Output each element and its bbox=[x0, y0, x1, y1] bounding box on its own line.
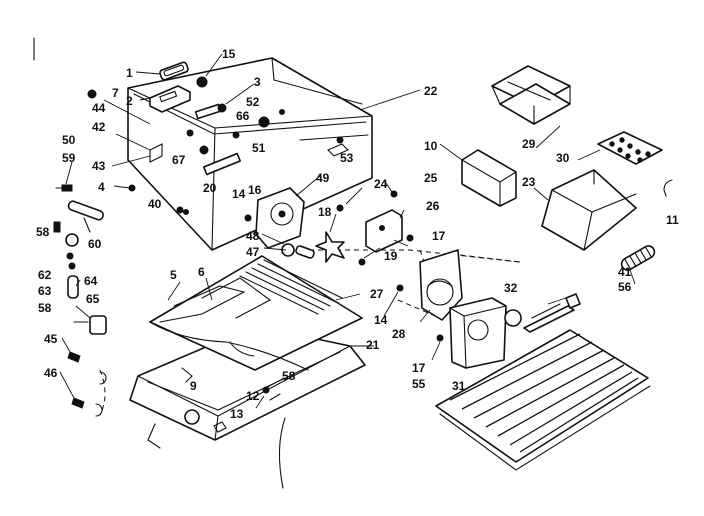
callout-32: 32 bbox=[504, 281, 518, 295]
screw-15 bbox=[196, 76, 208, 88]
callout-18: 18 bbox=[318, 205, 332, 219]
callout-17-lower: 17 bbox=[412, 361, 426, 375]
callout-23: 23 bbox=[522, 175, 536, 189]
callout-58-middle: 58 bbox=[38, 301, 52, 315]
callout-31: 31 bbox=[452, 379, 466, 393]
callout-2: 2 bbox=[126, 94, 133, 108]
callout-48: 48 bbox=[246, 229, 260, 243]
wire-shelf bbox=[435, 329, 651, 471]
callout-labels: 1 2 3 4 5 6 7 9 10 11 12 13 14 14 15 16 … bbox=[36, 47, 679, 421]
callout-59: 59 bbox=[62, 151, 76, 165]
callout-15: 15 bbox=[222, 47, 236, 61]
callout-52: 52 bbox=[246, 95, 260, 109]
callout-50: 50 bbox=[62, 133, 76, 147]
callout-29: 29 bbox=[522, 137, 536, 151]
callout-64: 64 bbox=[84, 274, 98, 288]
callout-40: 40 bbox=[148, 197, 162, 211]
callout-41: 41 bbox=[618, 265, 632, 279]
evaporator-cover bbox=[149, 255, 363, 371]
callout-65: 65 bbox=[86, 292, 100, 306]
auger bbox=[620, 245, 656, 271]
fan-housing bbox=[436, 297, 507, 369]
callout-67: 67 bbox=[172, 153, 186, 167]
left-hardware bbox=[53, 89, 270, 417]
callout-30: 30 bbox=[556, 151, 570, 165]
callout-22: 22 bbox=[424, 84, 438, 98]
callout-27: 27 bbox=[370, 287, 384, 301]
clip-11 bbox=[663, 179, 673, 197]
callout-62: 62 bbox=[38, 268, 52, 282]
callout-1: 1 bbox=[126, 66, 133, 80]
callout-25: 25 bbox=[424, 171, 438, 185]
handle-part-1 bbox=[159, 61, 189, 81]
fan-shroud bbox=[419, 249, 463, 321]
callout-43: 43 bbox=[92, 159, 106, 173]
callout-12: 12 bbox=[246, 389, 260, 403]
callout-56: 56 bbox=[618, 280, 632, 294]
callout-5: 5 bbox=[170, 268, 177, 282]
callout-17-upper: 17 bbox=[432, 229, 446, 243]
fan-assembly bbox=[244, 187, 345, 263]
callout-4: 4 bbox=[98, 180, 105, 194]
callout-44: 44 bbox=[92, 101, 106, 115]
callout-10: 10 bbox=[424, 139, 438, 153]
leader-lines bbox=[55, 53, 636, 409]
callout-26: 26 bbox=[426, 199, 440, 213]
callout-3: 3 bbox=[254, 75, 261, 89]
callout-28: 28 bbox=[392, 327, 406, 341]
bottom-pan bbox=[129, 325, 366, 489]
bracket-part-2 bbox=[149, 85, 191, 113]
callout-11: 11 bbox=[666, 213, 679, 227]
callout-46: 46 bbox=[44, 366, 58, 380]
callout-20: 20 bbox=[203, 181, 217, 195]
callout-55: 55 bbox=[412, 377, 426, 391]
callout-16: 16 bbox=[248, 183, 262, 197]
tray-rack bbox=[491, 65, 571, 125]
damper-housing bbox=[358, 190, 414, 292]
cabinet-liner bbox=[127, 57, 373, 251]
callout-19: 19 bbox=[384, 249, 398, 263]
ice-tray bbox=[597, 131, 663, 165]
callout-51: 51 bbox=[252, 141, 266, 155]
callout-7: 7 bbox=[112, 86, 119, 100]
callout-42: 42 bbox=[92, 120, 106, 134]
callout-13: 13 bbox=[230, 407, 244, 421]
callout-14-lower: 14 bbox=[374, 313, 388, 327]
callout-9: 9 bbox=[190, 379, 197, 393]
callout-47: 47 bbox=[246, 245, 260, 259]
callout-63: 63 bbox=[38, 284, 52, 298]
callout-60: 60 bbox=[88, 237, 102, 251]
callout-24: 24 bbox=[374, 177, 388, 191]
shelf-rod bbox=[504, 293, 581, 333]
callout-21: 21 bbox=[366, 338, 380, 352]
callout-66: 66 bbox=[236, 109, 250, 123]
storage-bin bbox=[461, 149, 517, 207]
screw-3 bbox=[217, 103, 227, 113]
callout-58-upper: 58 bbox=[36, 225, 50, 239]
callout-53: 53 bbox=[340, 151, 354, 165]
callout-58-lower: 58 bbox=[282, 369, 296, 383]
callout-45: 45 bbox=[44, 332, 58, 346]
callout-6: 6 bbox=[198, 265, 205, 279]
ice-bucket bbox=[541, 169, 637, 251]
callout-49: 49 bbox=[316, 171, 330, 185]
callout-14-upper: 14 bbox=[232, 187, 246, 201]
